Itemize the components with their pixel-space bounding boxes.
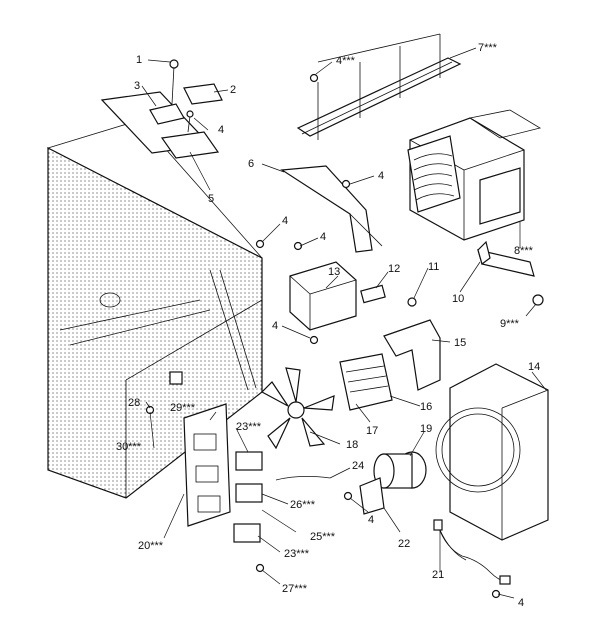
control-panel-bracket [183, 403, 231, 527]
callout-4e: 4 [272, 320, 278, 332]
top-rail-bracket [296, 33, 462, 140]
callout-12: 12 [388, 263, 400, 275]
callout-4d: 4 [320, 231, 326, 243]
callout-13: 13 [328, 266, 340, 278]
callout-4g: 4 [518, 597, 524, 609]
callout-19: 19 [420, 423, 432, 435]
fan-shroud [435, 363, 549, 541]
magnetron-assembly [407, 109, 542, 241]
callout-28: 28 [128, 397, 140, 409]
interlock-switches [233, 451, 263, 543]
callout-4b: 4 [378, 170, 384, 182]
callout-4f: 4 [368, 514, 374, 526]
callout-24: 24 [352, 460, 364, 472]
callout-17: 17 [366, 425, 378, 437]
callout-30: 30*** [116, 441, 142, 453]
screws [145, 73, 501, 599]
callout-4c: 4 [282, 215, 288, 227]
callout-20: 20*** [138, 540, 164, 552]
callout-6: 6 [248, 158, 254, 170]
callout-10: 10 [452, 293, 464, 305]
guide-bracket [280, 165, 383, 253]
callout-11: 11 [428, 261, 439, 273]
callout-4-top: 4*** [336, 55, 356, 67]
callout-4a: 4 [218, 124, 224, 136]
thermal-box [289, 261, 417, 331]
leader-lines [141, 47, 547, 599]
callout-labels: 1 3 2 4 4*** 7*** 5 6 4 4 4 13 12 11 8**… [116, 42, 540, 609]
callout-26: 26*** [290, 499, 316, 511]
callout-23b: 23*** [284, 548, 310, 560]
rear-bracket [477, 240, 535, 277]
wire-harness [433, 519, 511, 585]
callout-8: 8*** [514, 245, 534, 257]
jumper-wire [275, 476, 331, 481]
callout-1: 1 [136, 54, 142, 66]
callout-27: 27*** [282, 583, 308, 595]
callout-5: 5 [208, 193, 214, 205]
fan-blade [261, 367, 335, 450]
callout-9: 9*** [500, 318, 520, 330]
callout-21: 21 [432, 569, 444, 581]
callout-29: 29*** [170, 402, 196, 414]
callout-16: 16 [420, 401, 432, 413]
callout-15: 15 [454, 337, 466, 349]
knob-part [532, 294, 544, 306]
callout-7: 7*** [478, 42, 498, 54]
callout-25: 25*** [310, 531, 336, 543]
callout-14: 14 [528, 361, 540, 373]
drive-motor [373, 451, 427, 489]
callout-3: 3 [134, 80, 140, 92]
callout-22: 22 [398, 538, 410, 550]
callout-2: 2 [230, 84, 236, 96]
callout-23a: 23*** [236, 421, 262, 433]
cabinet-housing [46, 119, 263, 499]
top-bracket-assembly [100, 59, 223, 159]
callout-18: 18 [346, 439, 358, 451]
fan-motor-bracket [339, 319, 441, 411]
